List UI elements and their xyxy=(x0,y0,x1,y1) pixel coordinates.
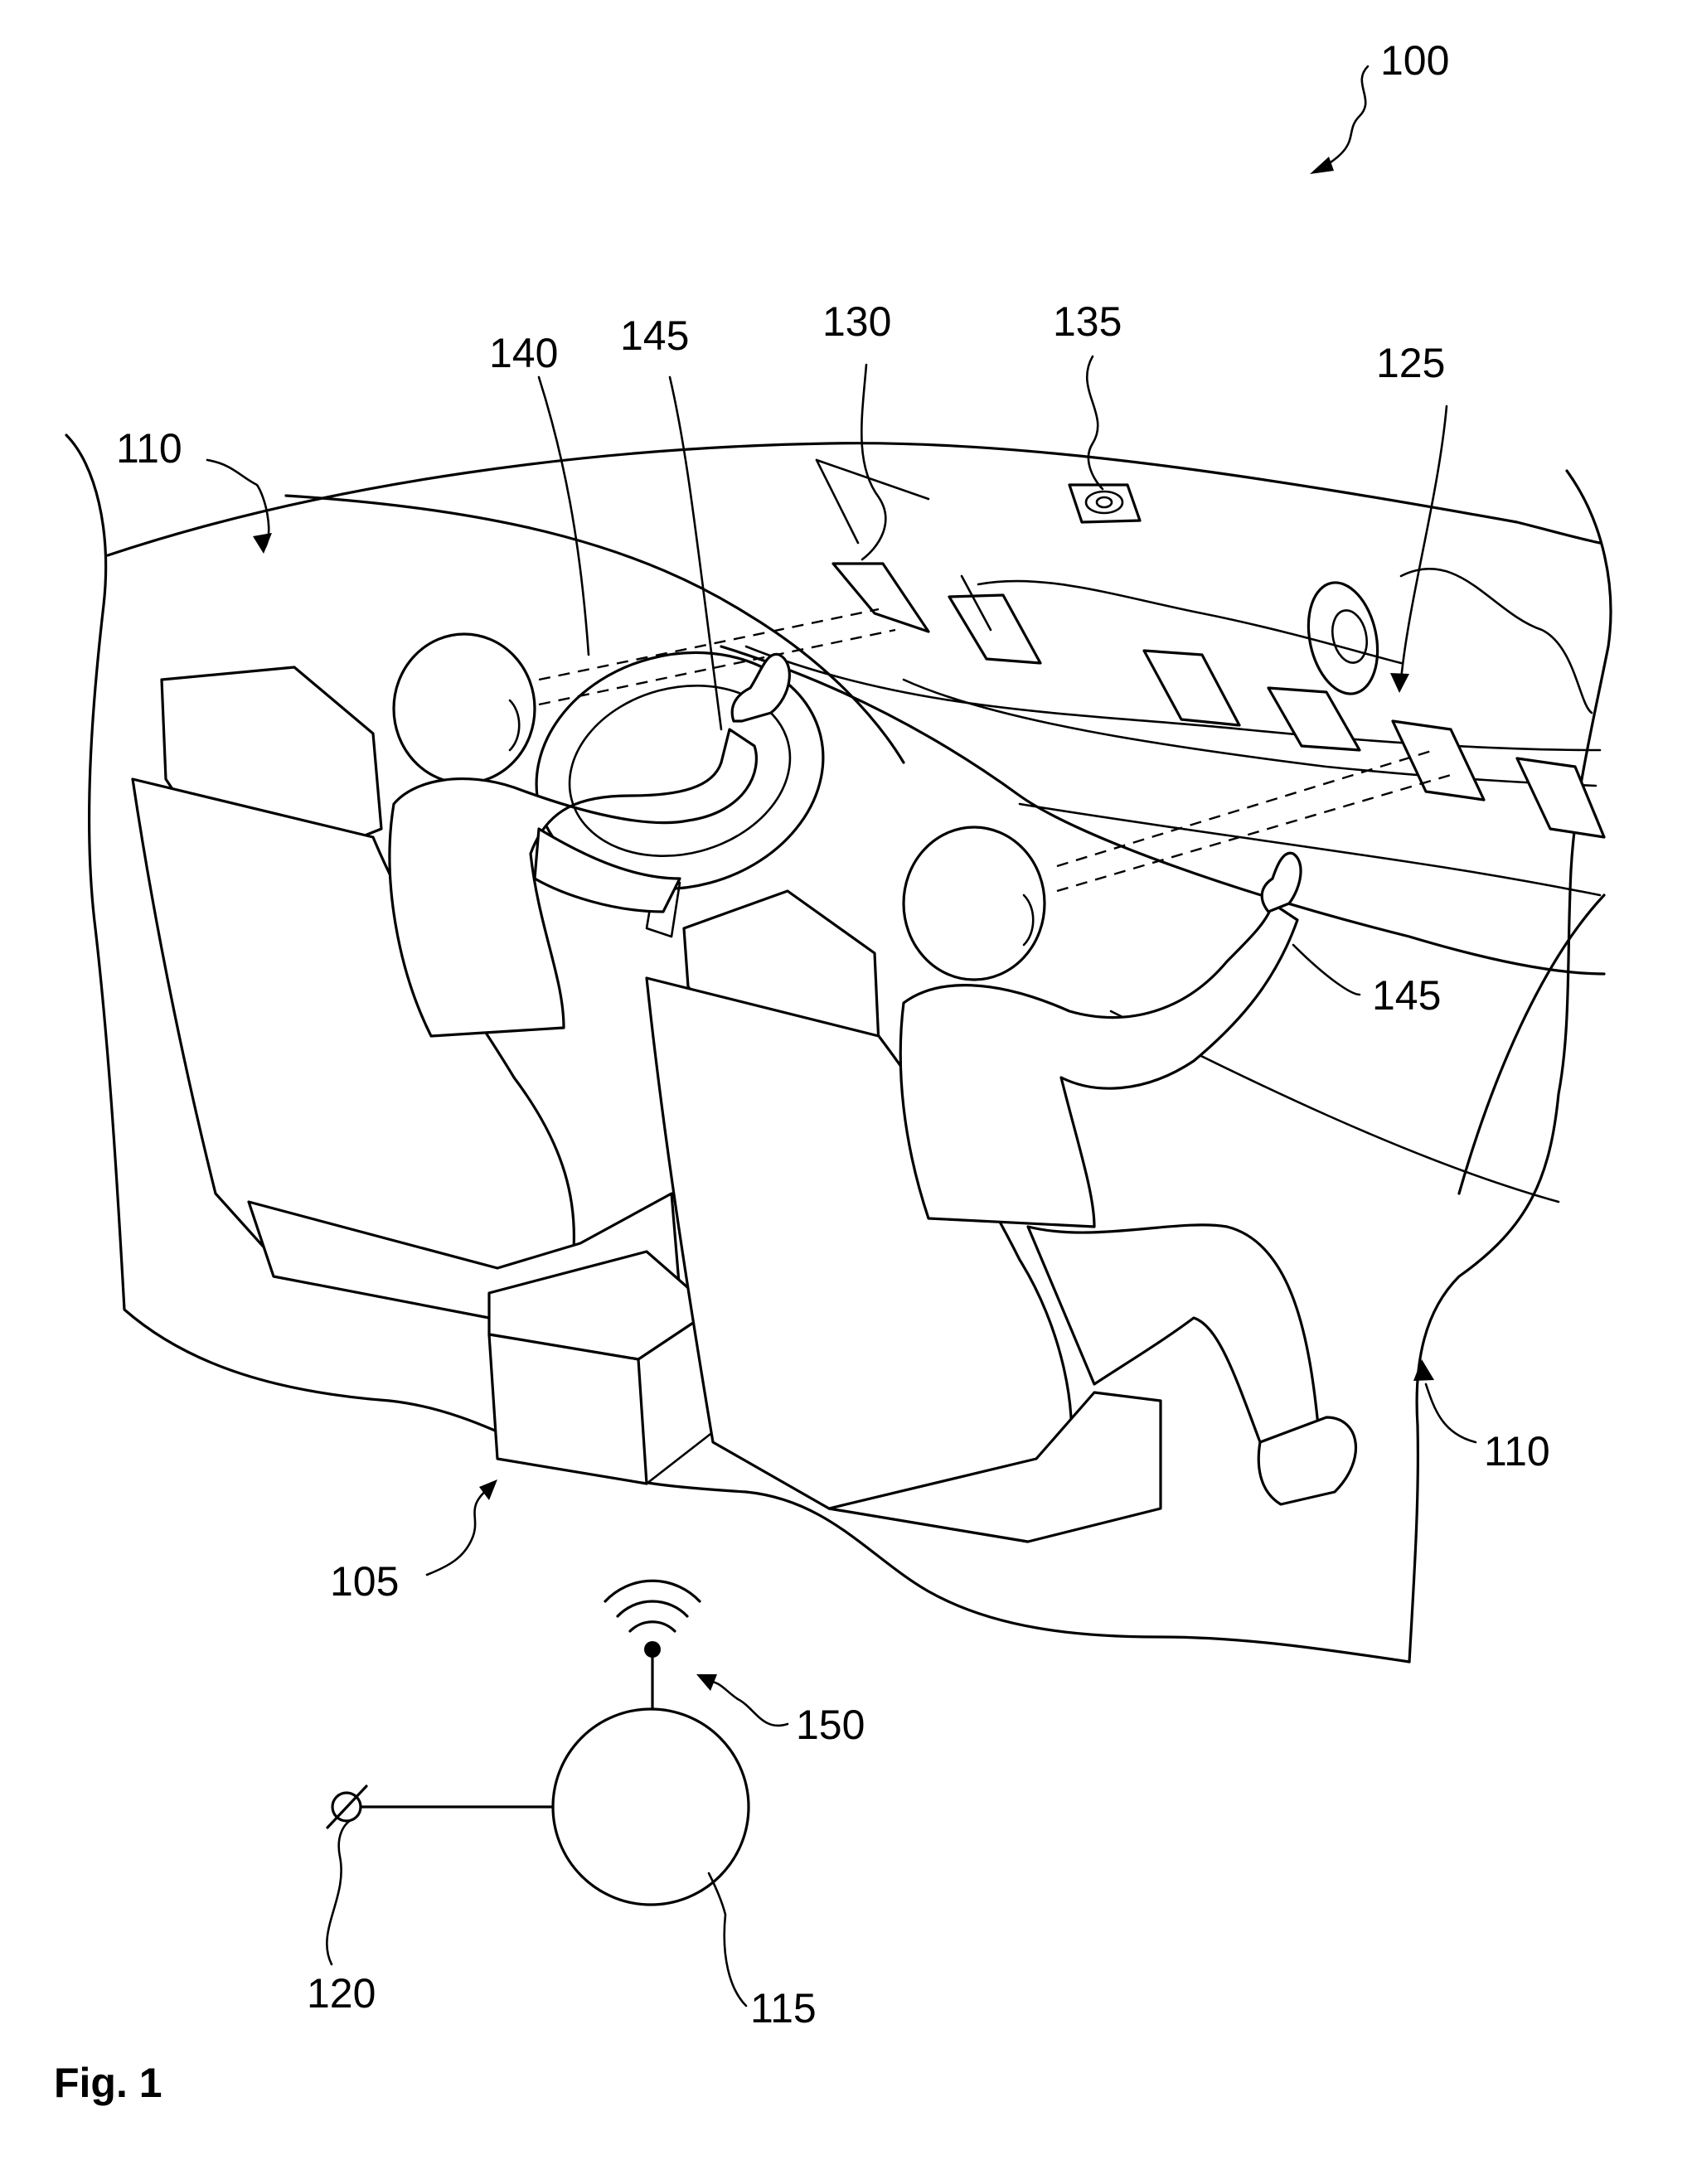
driver xyxy=(388,632,791,1038)
label-controller: 115 xyxy=(750,1985,817,2031)
vehicle-cutout-outline xyxy=(65,433,1612,1663)
passenger xyxy=(899,826,1357,1506)
windshield xyxy=(106,442,1602,787)
label-system: 100 xyxy=(1380,37,1449,84)
leader-lines xyxy=(206,65,1477,2007)
label-gesture-driver: 145 xyxy=(620,312,689,359)
controller xyxy=(551,1641,750,1906)
label-interior-right: 110 xyxy=(1484,1428,1550,1475)
figure-caption: Fig. 1 xyxy=(54,2060,162,2106)
label-interior-left: 110 xyxy=(116,425,182,472)
sight-lines xyxy=(538,608,1452,893)
label-camera: 135 xyxy=(1053,298,1122,345)
passenger-seat xyxy=(645,889,1162,1543)
label-steering-wheel: 140 xyxy=(489,330,558,376)
display-row xyxy=(815,458,1606,839)
center-console xyxy=(487,1250,723,1485)
connection-terminal xyxy=(326,1784,555,1829)
label-display-row: 125 xyxy=(1376,340,1445,386)
label-wireless: 150 xyxy=(796,1702,865,1748)
label-display: 130 xyxy=(822,298,891,345)
label-gesture-passenger: 145 xyxy=(1372,972,1441,1019)
driver-seat xyxy=(131,666,681,1320)
label-vehicle: 105 xyxy=(330,1558,399,1605)
label-connection: 120 xyxy=(307,1970,376,2017)
wireless-icon xyxy=(604,1579,701,1633)
dashboard xyxy=(720,645,1606,1203)
